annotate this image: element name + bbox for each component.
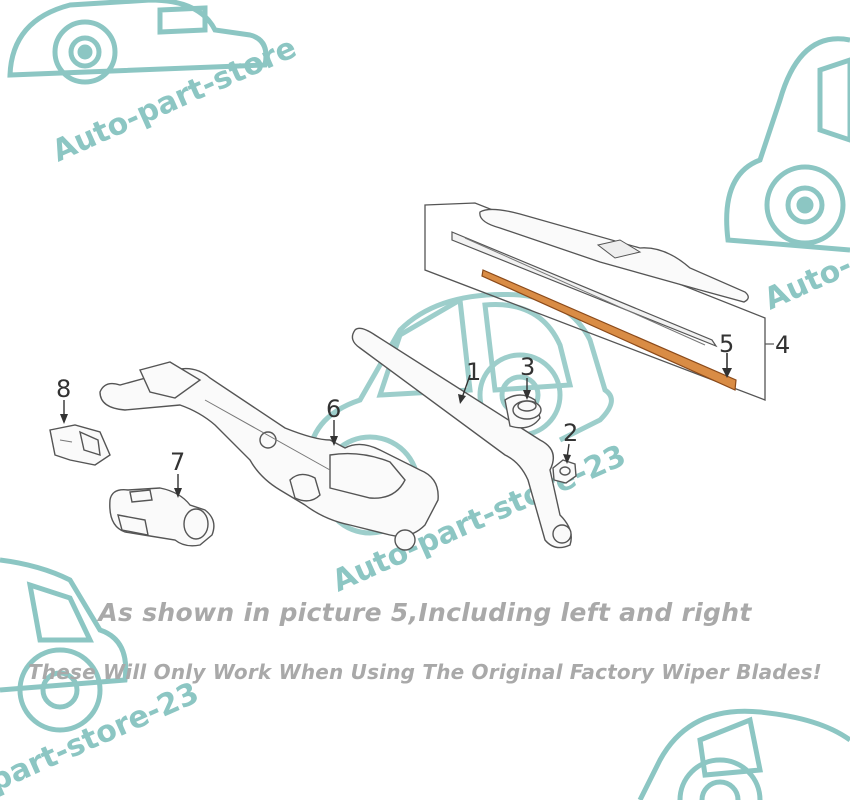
caption-compatibility-note: These Will Only Work When Using The Orig… <box>27 660 823 684</box>
car-watermark-right <box>724 36 850 253</box>
callout-3: 3 <box>520 353 535 381</box>
wiper-blade-box <box>424 202 774 401</box>
car-watermark-top-left <box>7 0 269 85</box>
watermark-text-right: Auto- <box>759 248 850 317</box>
callout-7: 7 <box>170 448 185 476</box>
wiper-metal-rail <box>451 231 718 348</box>
caption-parts-note: As shown in picture 5,Including left and… <box>98 598 752 627</box>
wiper-motor <box>109 487 215 547</box>
callout-1: 1 <box>466 358 481 386</box>
callout-6: 6 <box>326 395 341 423</box>
car-watermark-bottom-right <box>637 708 850 800</box>
callout-2: 2 <box>563 419 578 447</box>
callout-5: 5 <box>719 330 734 358</box>
wiper-motor-frame <box>99 361 439 551</box>
wiper-nut <box>552 459 577 484</box>
wiper-connector-bracket <box>49 424 111 466</box>
callout-8: 8 <box>56 375 71 403</box>
wiper-rubber-insert-highlight <box>481 269 737 391</box>
car-watermark-bottom-left <box>0 557 129 733</box>
wiper-grommet <box>512 400 542 420</box>
callout-4: 4 <box>775 331 790 359</box>
